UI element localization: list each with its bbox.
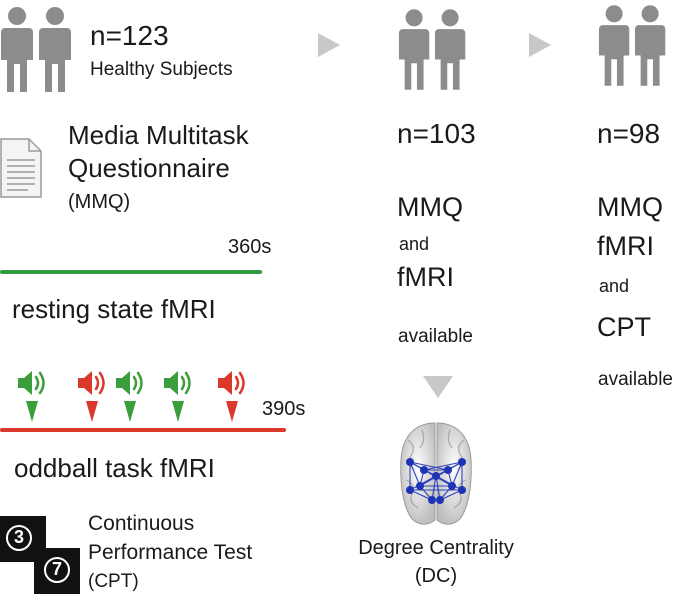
col3-line5: available	[598, 369, 673, 390]
cpt-abbrev: (CPT)	[88, 571, 139, 592]
questionnaire-title-line2: Questionnaire	[68, 153, 230, 183]
col2-count: n=103	[397, 118, 476, 149]
subject-label: Healthy Subjects	[90, 59, 233, 80]
cpt-digit-circle-2: 7	[44, 557, 70, 583]
brain-network-icon	[400, 422, 472, 525]
oddball-timeline	[0, 428, 286, 432]
col2-line2: and	[399, 234, 430, 254]
flow-arrow-right-2	[529, 33, 551, 57]
oddball-label: oddball task fMRI	[14, 453, 215, 483]
questionnaire-title-line1: Media Multitask	[68, 120, 249, 150]
oddball-tone-2	[78, 371, 105, 422]
output-label-line1: Degree Centrality	[358, 537, 514, 559]
resting-timeline	[0, 270, 262, 274]
col3-count: n=98	[597, 118, 661, 149]
people-icon-col1	[1, 7, 71, 92]
standard-tone-1	[18, 371, 45, 422]
col3-line1: MMQ	[597, 192, 663, 222]
flow-arrow-right-1	[318, 33, 340, 57]
col3-line3: and	[599, 276, 630, 296]
cpt-title-line1: Continuous	[88, 512, 195, 535]
oddball-tone-5	[218, 371, 245, 422]
document-icon	[0, 138, 42, 198]
subject-count: n=123	[90, 20, 169, 51]
col3-line4: CPT	[597, 312, 651, 342]
resting-label: resting state fMRI	[12, 294, 216, 324]
output-label-line2: (DC)	[414, 565, 458, 587]
resting-duration: 360s	[228, 236, 272, 258]
standard-tone-4	[164, 371, 191, 422]
col2-line3: fMRI	[397, 262, 454, 292]
col3-line2: fMRI	[597, 231, 654, 261]
flow-arrow-down	[423, 376, 453, 398]
col2-line1: MMQ	[397, 192, 463, 222]
people-icon-col3	[598, 5, 666, 86]
cpt-digit-circle-1: 3	[6, 525, 32, 551]
col2-line4: available	[398, 326, 473, 347]
questionnaire-abbrev: (MMQ)	[68, 191, 131, 213]
cpt-title-line2: Performance Test	[88, 541, 253, 564]
oddball-duration: 390s	[262, 398, 306, 420]
standard-tone-3	[116, 371, 143, 422]
people-icon-col2	[398, 9, 466, 90]
